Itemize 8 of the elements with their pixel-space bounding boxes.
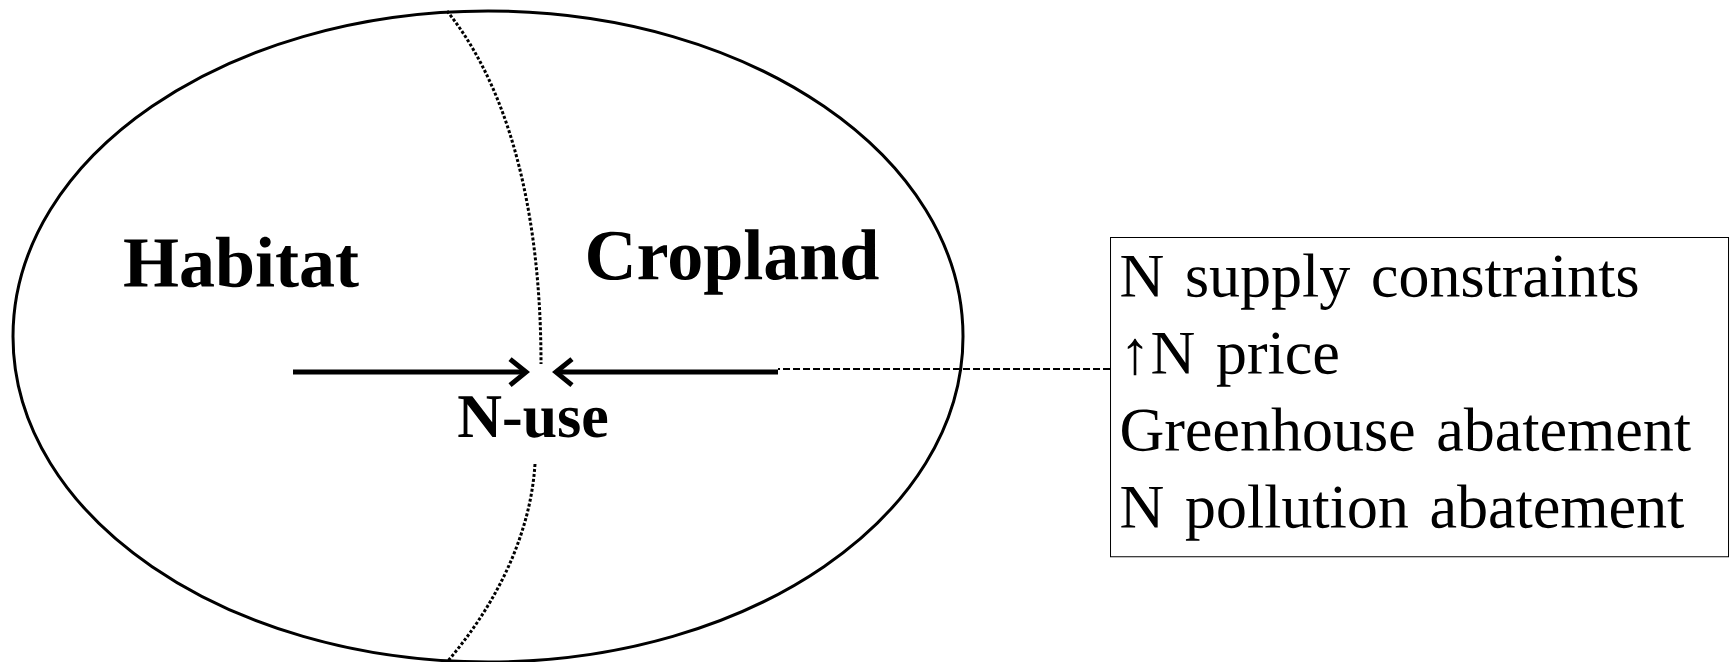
region-label: Habitat — [124, 236, 359, 288]
ellipse-region — [11, 9, 965, 662]
center-label: N-use — [458, 396, 608, 438]
note-box: N supply constraints ↑N price Greenhouse abatement N pollution abatement — [1110, 237, 1729, 558]
region-label: Cropland — [588, 229, 879, 295]
arrow — [293, 357, 530, 388]
leader-line — [777, 368, 1111, 370]
arrow — [552, 357, 778, 388]
